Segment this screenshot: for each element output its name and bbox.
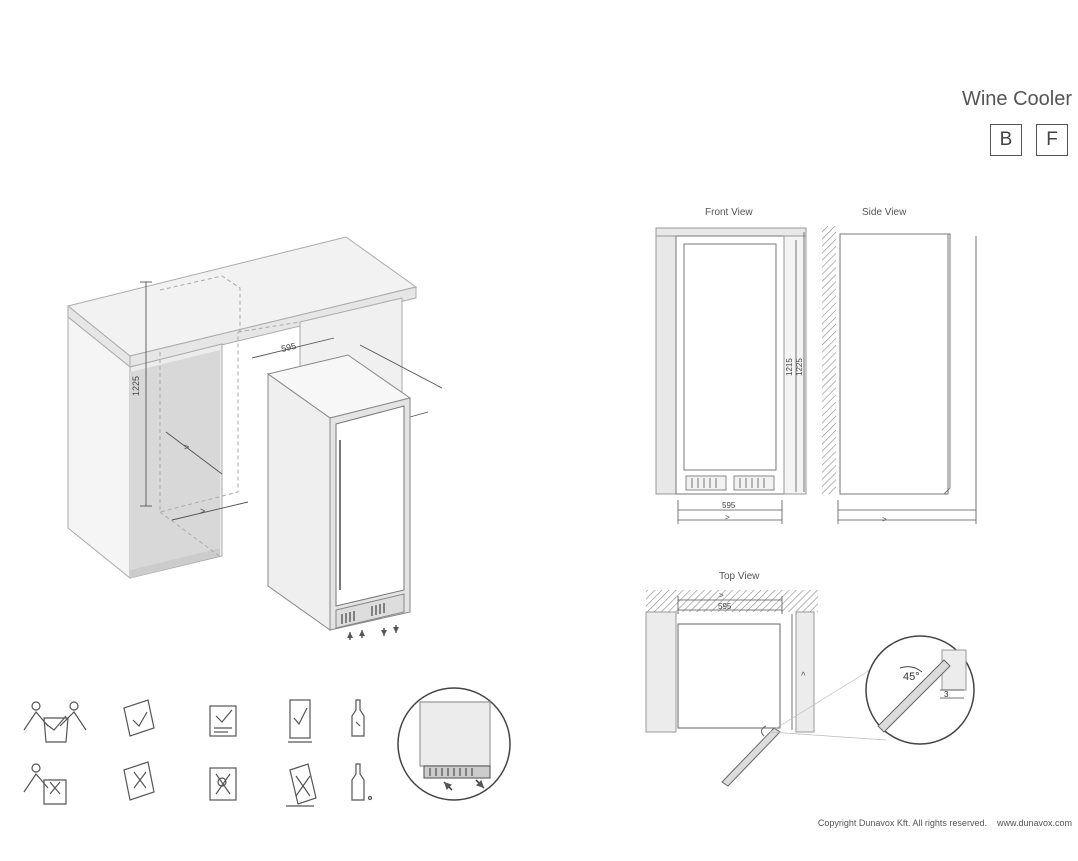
front-view-diagram: Front View 1215 1225 595 > <box>655 207 807 524</box>
copyright-text: Copyright Dunavox Kft. All rights reserv… <box>817 818 987 828</box>
top-min-width-icon: > <box>719 591 724 600</box>
website-link[interactable]: www.dunavox.com <box>996 818 1072 828</box>
front-view-label: Front View <box>705 207 753 218</box>
front-min-width-icon: > <box>725 513 730 522</box>
bottle-upright-icon <box>351 699 365 737</box>
isometric-installation-view: 1225 595 590 40 ^ > > <box>66 236 443 640</box>
copyright-footer: Copyright Dunavox Kft. All rights reserv… <box>760 818 1072 828</box>
side-view-diagram: Side View > <box>822 207 977 524</box>
door-angle-45-label: 45° <box>903 671 920 683</box>
top-view-diagram: Top View > 595 > 45° 3 <box>645 571 975 787</box>
niche-depth-icon: > <box>184 442 189 452</box>
side-view-label: Side View <box>862 207 907 218</box>
front-width-595-label: 595 <box>722 501 736 510</box>
top-width-595-label: 595 <box>718 602 732 611</box>
door-angle-detail-circle: 45° 3 <box>865 635 975 745</box>
unit-height-1215-label: 1215 <box>785 358 794 376</box>
installation-type-badge-b: B <box>990 124 1022 156</box>
open-door <box>721 727 781 787</box>
top-min-depth-icon: > <box>799 671 808 676</box>
page-title: Wine Cooler <box>961 88 1072 110</box>
manual-ignore-prohibited-icon <box>123 761 155 801</box>
height-1225-label: 1225 <box>131 376 141 396</box>
installation-type-badge-f: F <box>1036 124 1068 156</box>
width-595-label: 595 <box>280 341 297 354</box>
niche-width-icon: > <box>200 506 205 516</box>
side-min-depth-icon: > <box>882 515 887 524</box>
unit-tilted-prohibited-icon <box>286 763 317 807</box>
leveling-check-icon <box>209 705 237 737</box>
single-person-lift-prohibited-icon <box>23 763 67 805</box>
niche-height-1225-label: 1225 <box>795 358 804 376</box>
manual-read-icon <box>123 699 155 737</box>
unit-upright-icon <box>288 699 312 743</box>
installation-pictograms <box>23 687 511 807</box>
leveling-prohibited-icon <box>209 767 237 801</box>
wine-cooler-unit <box>266 354 412 640</box>
door-gap-3-label: 3 <box>944 690 949 699</box>
ventilation-detail-circle <box>397 687 511 801</box>
two-person-lift-icon <box>23 701 87 743</box>
top-view-label: Top View <box>719 571 760 582</box>
bottle-temperature-icon <box>351 763 373 801</box>
